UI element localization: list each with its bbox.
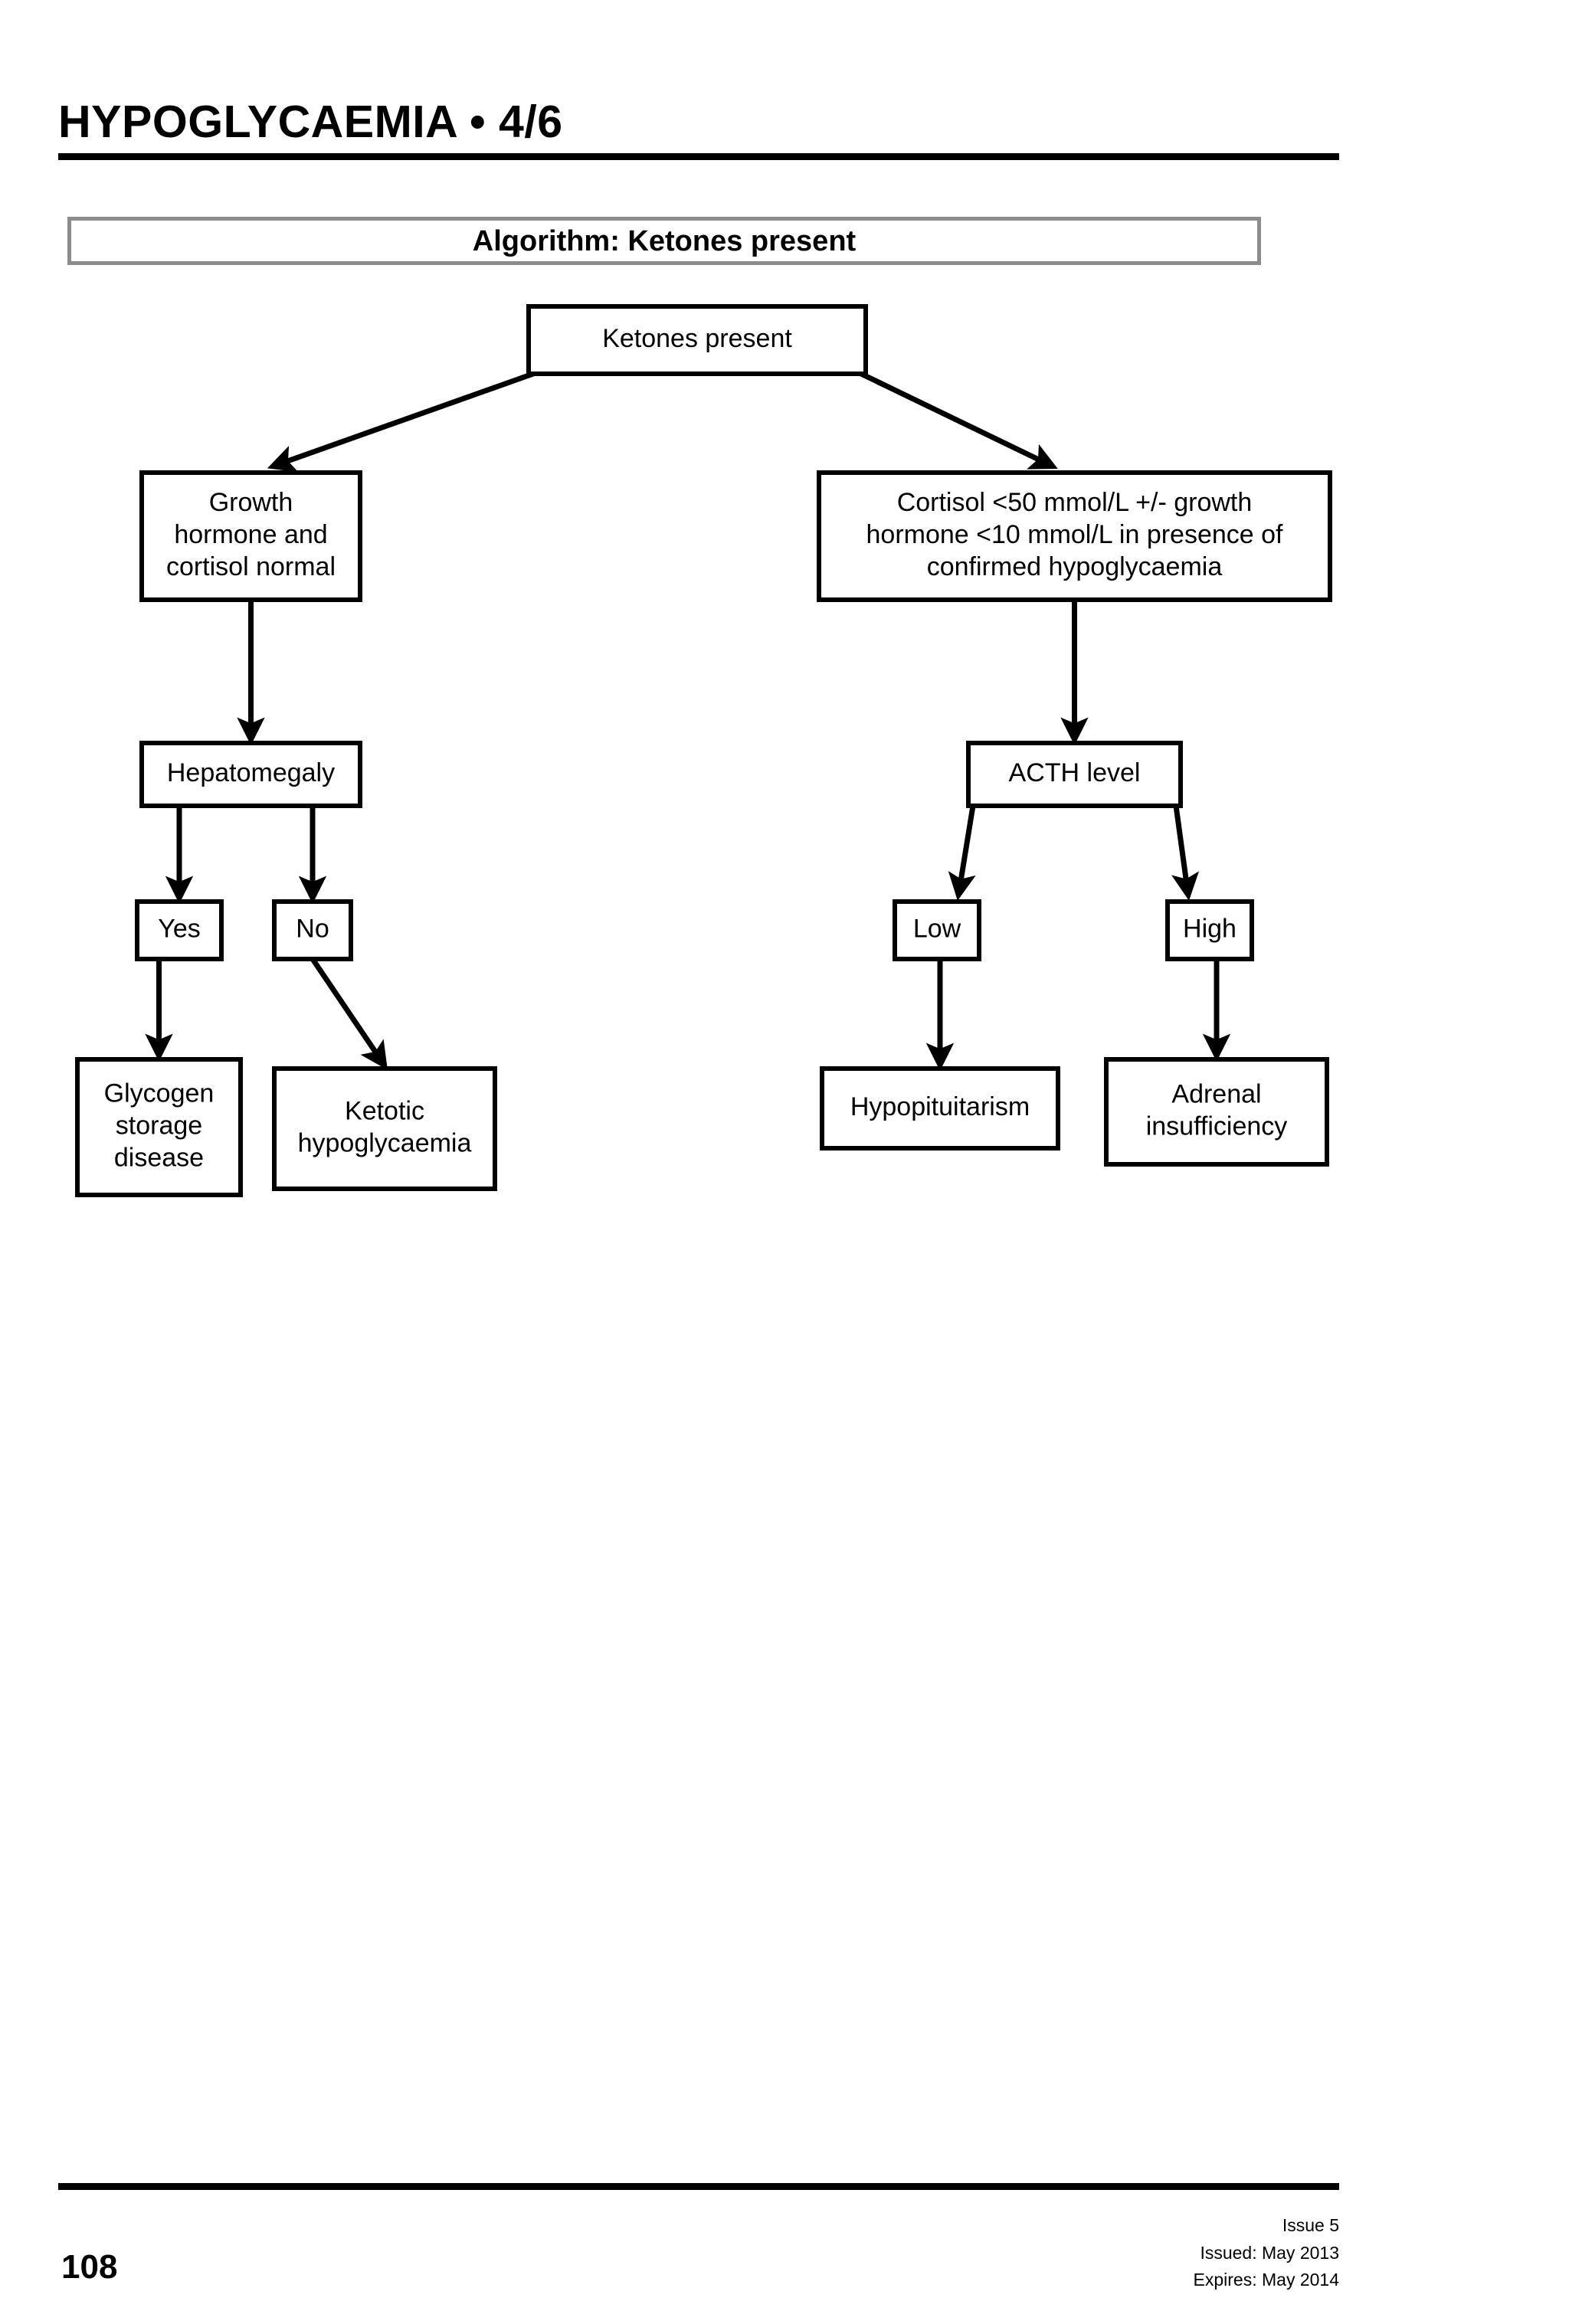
node-label-adrenal: insufficiency [1146, 1111, 1288, 1141]
flowchart-edge-root-to-gh-normal [267, 371, 535, 473]
flowchart-edge-root-to-cortisol-low [860, 371, 1058, 470]
node-box-no [272, 899, 353, 961]
page-title: HYPOGLYCAEMIA • 4/6 [58, 97, 563, 147]
flowchart-node-glycogen: Glycogen storage disease [75, 1057, 243, 1197]
footer-issue: Issue 5 [1282, 2215, 1339, 2235]
node-box-ketotic [272, 1066, 497, 1191]
node-box-adrenal [1104, 1057, 1329, 1167]
node-label-gh-normal: Growth [209, 488, 293, 517]
node-box-high [1165, 899, 1254, 961]
flowchart-node-gh-normal: Growth hormone and cortisol normal [139, 470, 362, 602]
flowchart-node-adrenal: Adrenal insufficiency [1104, 1057, 1329, 1167]
page-header: HYPOGLYCAEMIA • 4/6 [58, 100, 1339, 145]
flowchart-edge-no-to-ketotic [310, 957, 388, 1070]
flowchart-edge-acth-to-high [1171, 805, 1200, 901]
flowchart-edge-acth-to-low [948, 805, 976, 901]
algorithm-title-text: Algorithm: Ketones present [472, 224, 857, 257]
footer-issued-date: Issued: May 2013 [1200, 2242, 1339, 2263]
header-divider [58, 153, 1339, 160]
node-label-low: Low [913, 914, 961, 943]
flowchart-node-no: No [272, 899, 353, 961]
node-box-glycogen [75, 1057, 243, 1197]
node-box-acth [966, 741, 1183, 808]
node-label-yes: Yes [158, 914, 200, 943]
page-number: 108 [61, 2248, 118, 2286]
node-box-hypopit [820, 1066, 1060, 1151]
node-label-hypopit: Hypopituitarism [850, 1092, 1030, 1121]
flowchart-node-high: High [1165, 899, 1254, 961]
node-label-glycogen: disease [114, 1143, 204, 1172]
node-label-glycogen: Glycogen [104, 1079, 215, 1108]
node-label-hepatomegaly: Hepatomegaly [167, 758, 335, 787]
flowchart-node-ketotic: Ketotic hypoglycaemia [272, 1066, 497, 1191]
node-box-cortisol-low [817, 470, 1332, 602]
node-label-cortisol-low: hormone <10 mmol/L in presence of [866, 520, 1284, 549]
node-label-gh-normal: hormone and [174, 520, 327, 549]
node-label-adrenal: Adrenal [1171, 1079, 1261, 1108]
node-box-gh-normal [139, 470, 362, 602]
flowchart-node-low: Low [893, 899, 981, 961]
node-label-root: Ketones present [602, 324, 792, 353]
flowchart-edges [145, 371, 1231, 1072]
flowchart-node-cortisol-low: Cortisol <50 mmol/L +/- growth hormone <1… [817, 470, 1332, 602]
flowchart-node-acth: ACTH level [966, 741, 1183, 808]
footer-expires-date: Expires: May 2014 [1193, 2270, 1339, 2290]
node-label-ketotic: Ketotic [345, 1096, 424, 1125]
node-box-root [526, 304, 868, 376]
flowchart-node-root: Ketones present [526, 304, 868, 376]
node-label-cortisol-low: confirmed hypoglycaemia [927, 552, 1223, 581]
node-box-yes [135, 899, 224, 961]
node-label-no: No [296, 914, 329, 943]
node-label-gh-normal: cortisol normal [166, 552, 336, 581]
node-label-high: High [1183, 914, 1237, 943]
node-box-hepatomegaly [139, 741, 362, 808]
node-label-ketotic: hypoglycaemia [298, 1128, 472, 1157]
flowchart-node-yes: Yes [135, 899, 224, 961]
node-label-glycogen: storage [116, 1111, 202, 1140]
flowchart-node-hepatomegaly: Hepatomegaly [139, 741, 362, 808]
footer-metadata: Issue 5 Issued: May 2013 Expires: May 20… [1194, 2212, 1339, 2294]
algorithm-title-banner: Algorithm: Ketones present [67, 217, 1261, 265]
node-label-cortisol-low: Cortisol <50 mmol/L +/- growth [897, 488, 1253, 517]
node-label-acth: ACTH level [1009, 758, 1141, 787]
footer-divider [58, 2183, 1339, 2190]
flowchart-node-hypopit: Hypopituitarism [820, 1066, 1060, 1151]
node-box-low [893, 899, 981, 961]
